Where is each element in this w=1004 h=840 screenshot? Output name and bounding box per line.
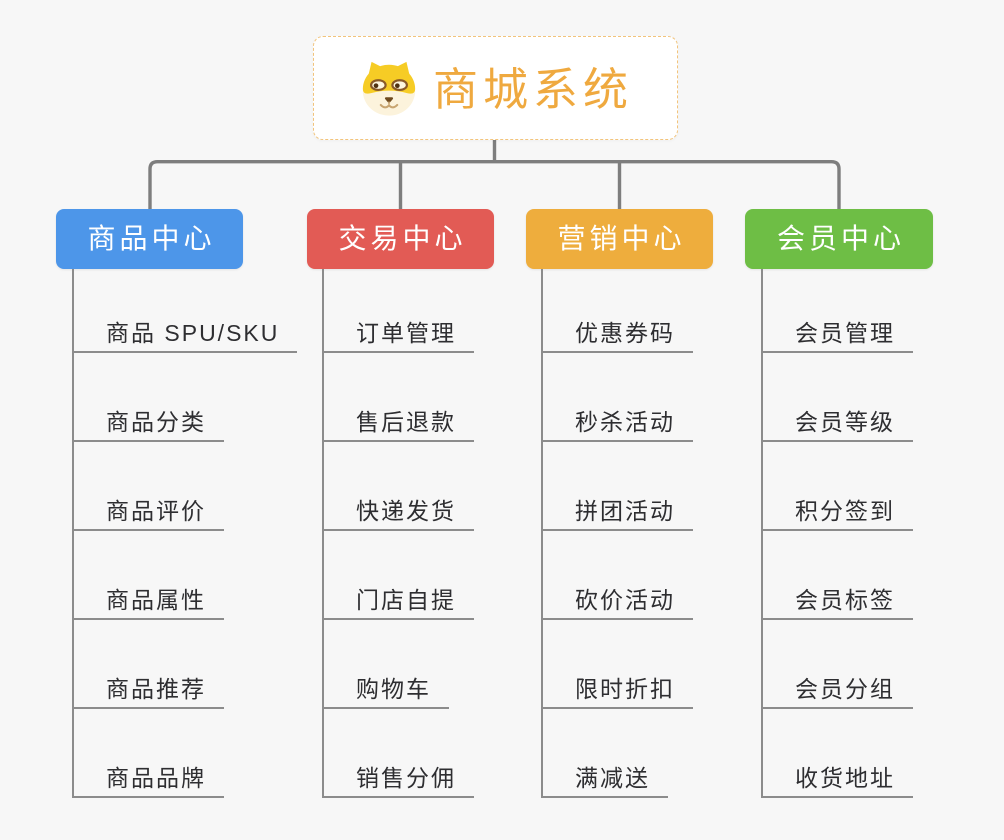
branch-items-member-center: 会员管理 会员等级 积分签到 会员标签 会员分组 收货地址: [761, 269, 913, 798]
leaf-node[interactable]: 门店自提: [324, 531, 474, 620]
leaf-node[interactable]: 砍价活动: [543, 531, 693, 620]
leaf-node[interactable]: 拼团活动: [543, 442, 693, 531]
leaf-node[interactable]: 销售分佣: [324, 709, 474, 798]
shiba-dog-icon: [362, 61, 416, 116]
leaf-node[interactable]: 优惠券码: [543, 269, 693, 353]
leaf-node[interactable]: 限时折扣: [543, 620, 693, 709]
branch-label: 营销中心: [557, 223, 686, 254]
leaf-node[interactable]: 积分签到: [763, 442, 913, 531]
branch-label: 交易中心: [338, 223, 467, 254]
branch-node-member-center[interactable]: 会员中心: [745, 209, 933, 269]
root-title: 商城系统: [432, 63, 633, 115]
leaf-node[interactable]: 快递发货: [324, 442, 474, 531]
leaf-node[interactable]: 商品分类: [74, 353, 224, 442]
branch-node-product-center[interactable]: 商品中心: [56, 209, 243, 269]
branch-items-product-center: 商品 SPU/SKU 商品分类 商品评价 商品属性 商品推荐 商品品牌: [72, 269, 298, 798]
branch-label: 会员中心: [776, 223, 905, 254]
branch-items-trade-center: 订单管理 售后退款 快递发货 门店自提 购物车 销售分佣: [322, 269, 474, 798]
branch-label: 商品中心: [87, 223, 216, 254]
branch-items-marketing-center: 优惠券码 秒杀活动 拼团活动 砍价活动 限时折扣 满减送: [541, 269, 693, 798]
leaf-node[interactable]: 秒杀活动: [543, 353, 693, 442]
leaf-node[interactable]: 购物车: [324, 620, 449, 709]
leaf-node[interactable]: 收货地址: [763, 709, 913, 798]
leaf-node[interactable]: 售后退款: [324, 353, 474, 442]
leaf-node[interactable]: 商品 SPU/SKU: [74, 269, 298, 353]
leaf-node[interactable]: 会员标签: [763, 531, 913, 620]
leaf-node[interactable]: 商品属性: [74, 531, 224, 620]
leaf-node[interactable]: 会员管理: [763, 269, 913, 353]
leaf-node[interactable]: 满减送: [543, 709, 668, 798]
root-node[interactable]: 商城系统: [313, 36, 678, 140]
leaf-node[interactable]: 会员等级: [763, 353, 913, 442]
branch-node-marketing-center[interactable]: 营销中心: [526, 209, 713, 269]
leaf-node[interactable]: 商品评价: [74, 442, 224, 531]
leaf-node[interactable]: 商品推荐: [74, 620, 224, 709]
leaf-node[interactable]: 订单管理: [324, 269, 474, 353]
branch-node-trade-center[interactable]: 交易中心: [307, 209, 494, 269]
leaf-node[interactable]: 会员分组: [763, 620, 913, 709]
leaf-node[interactable]: 商品品牌: [74, 709, 224, 798]
